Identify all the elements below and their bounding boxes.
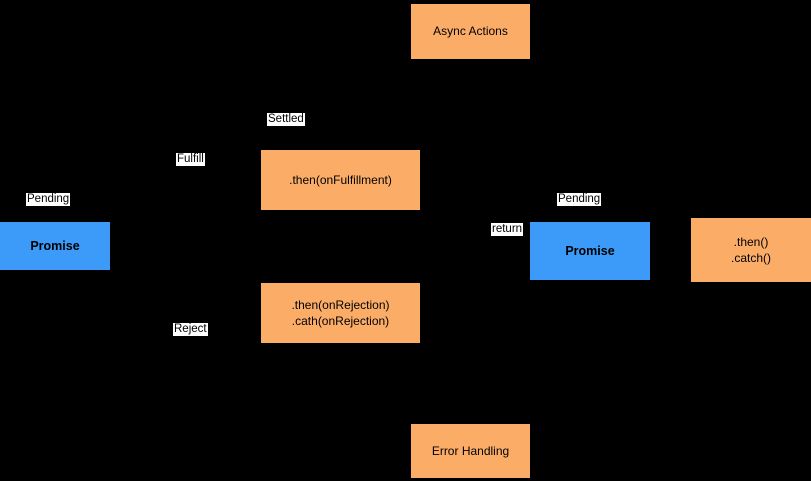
node-promise-pending-left[interactable]: Promise (0, 222, 110, 270)
edge-label-pending-right: Pending (557, 193, 602, 206)
node-promise-pending-right-line: Promise (565, 243, 615, 258)
node-then-on-rejection[interactable]: .then(onRejection) .cath(onRejection) (261, 283, 420, 343)
edge-label-settled: Settled (267, 113, 305, 126)
node-async-actions-line: Async Actions (433, 24, 508, 39)
edge-label-fulfill: Fulfill (176, 153, 205, 166)
node-then-catch-chain[interactable]: .then() .catch() (691, 218, 811, 282)
node-promise-pending-left-line: Promise (30, 238, 80, 253)
node-then-catch-chain-line: .then() (733, 234, 769, 249)
node-then-on-rejection-line: .cath(onRejection) (291, 314, 390, 328)
edge-label-reject: Reject (173, 323, 208, 336)
node-then-on-rejection-line: .then(onRejection) (291, 297, 390, 312)
node-then-on-fulfillment-line: .then(onFulfillment) (289, 172, 392, 187)
node-then-on-fulfillment[interactable]: .then(onFulfillment) (261, 150, 420, 210)
node-async-actions[interactable]: Async Actions (411, 4, 530, 59)
node-error-handling-line: Error Handling (431, 443, 510, 458)
edge-label-return: return (491, 223, 524, 236)
node-then-catch-chain-line: .catch() (730, 251, 771, 265)
node-promise-pending-right[interactable]: Promise (530, 222, 650, 280)
node-error-handling[interactable]: Error Handling (411, 424, 530, 478)
edge-label-pending-left: Pending (26, 193, 71, 206)
